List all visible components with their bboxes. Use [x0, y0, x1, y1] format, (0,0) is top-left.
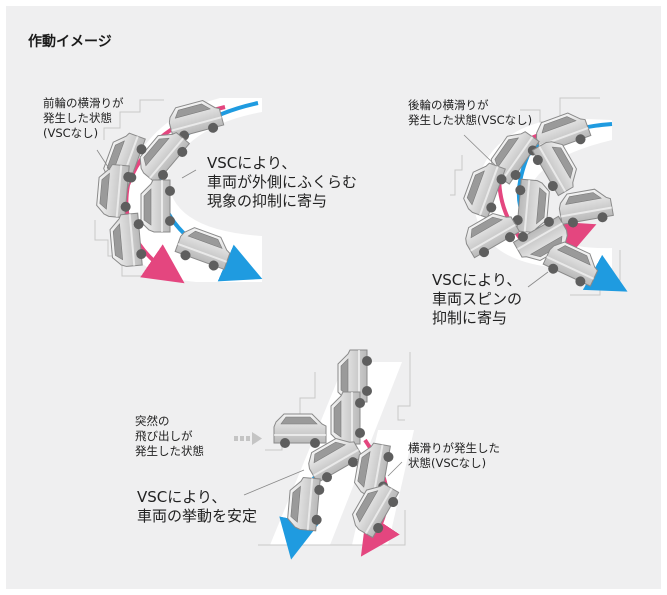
- scene3-effect-text: VSCにより、 車両の挙動を安定: [137, 488, 257, 526]
- scene3-effect-leader: [243, 469, 305, 496]
- scene1-caption: 前輪の横滑りが 発生した状態 (VSCなし): [43, 96, 124, 141]
- scene2-caption-line: 発生した状態(VSCなし): [408, 113, 533, 127]
- scene2-effect-line: VSCにより、: [432, 271, 522, 289]
- scene3-left-caption-line: 飛び出しが: [135, 429, 193, 443]
- scene1-effect-line: 現象の抑制に寄与: [207, 192, 328, 210]
- scene1-caption-line: 発生した状態: [43, 111, 112, 125]
- scene1-effect-line: 車両が外側にふくらむ: [207, 173, 358, 191]
- scene1-effect-text: VSCにより、 車両が外側にふくらむ 現象の抑制に寄与: [207, 154, 357, 211]
- scene3-right-caption-line: 状態(VSCなし): [408, 456, 487, 470]
- scene3-right-leader: [387, 461, 403, 477]
- figure-title: 作動イメージ: [28, 34, 112, 50]
- scene3-left-caption: 突然の 飛び出しが 発生した状態: [135, 414, 204, 459]
- scene2-caption-line: 後輪の横滑りが: [408, 98, 489, 112]
- scene3-arrow-dashes: [234, 432, 262, 445]
- scene1-caption-line: (VSCなし): [43, 126, 99, 140]
- scene2-leader: [463, 134, 496, 166]
- scene3-left-caption-line: 発生した状態: [135, 444, 204, 458]
- scene3-right-caption-line: 横滑りが発生した: [408, 441, 500, 455]
- scene1-caption-line: 前輪の横滑りが: [43, 96, 124, 110]
- scene2-effect-leader: [527, 271, 549, 288]
- scene2-effect-text: VSCにより、 車両スピンの 抑制に寄与: [432, 271, 522, 328]
- scene1-effect-leader: [181, 169, 197, 179]
- scene3-effect-line: VSCにより、: [137, 488, 227, 506]
- scene2-caption: 後輪の横滑りが 発生した状態(VSCなし): [408, 98, 532, 128]
- scene3-left-caption-line: 突然の: [135, 414, 170, 428]
- scene3-effect-line: 車両の挙動を安定: [137, 507, 258, 525]
- scene3-right-caption: 横滑りが発生した 状態(VSCなし): [408, 441, 500, 471]
- scene1-leader: [96, 149, 111, 171]
- scene2-effect-line: 車両スピンの: [432, 290, 523, 308]
- scene2-effect-line: 抑制に寄与: [432, 309, 508, 327]
- scene1-effect-line: VSCにより、: [207, 154, 297, 172]
